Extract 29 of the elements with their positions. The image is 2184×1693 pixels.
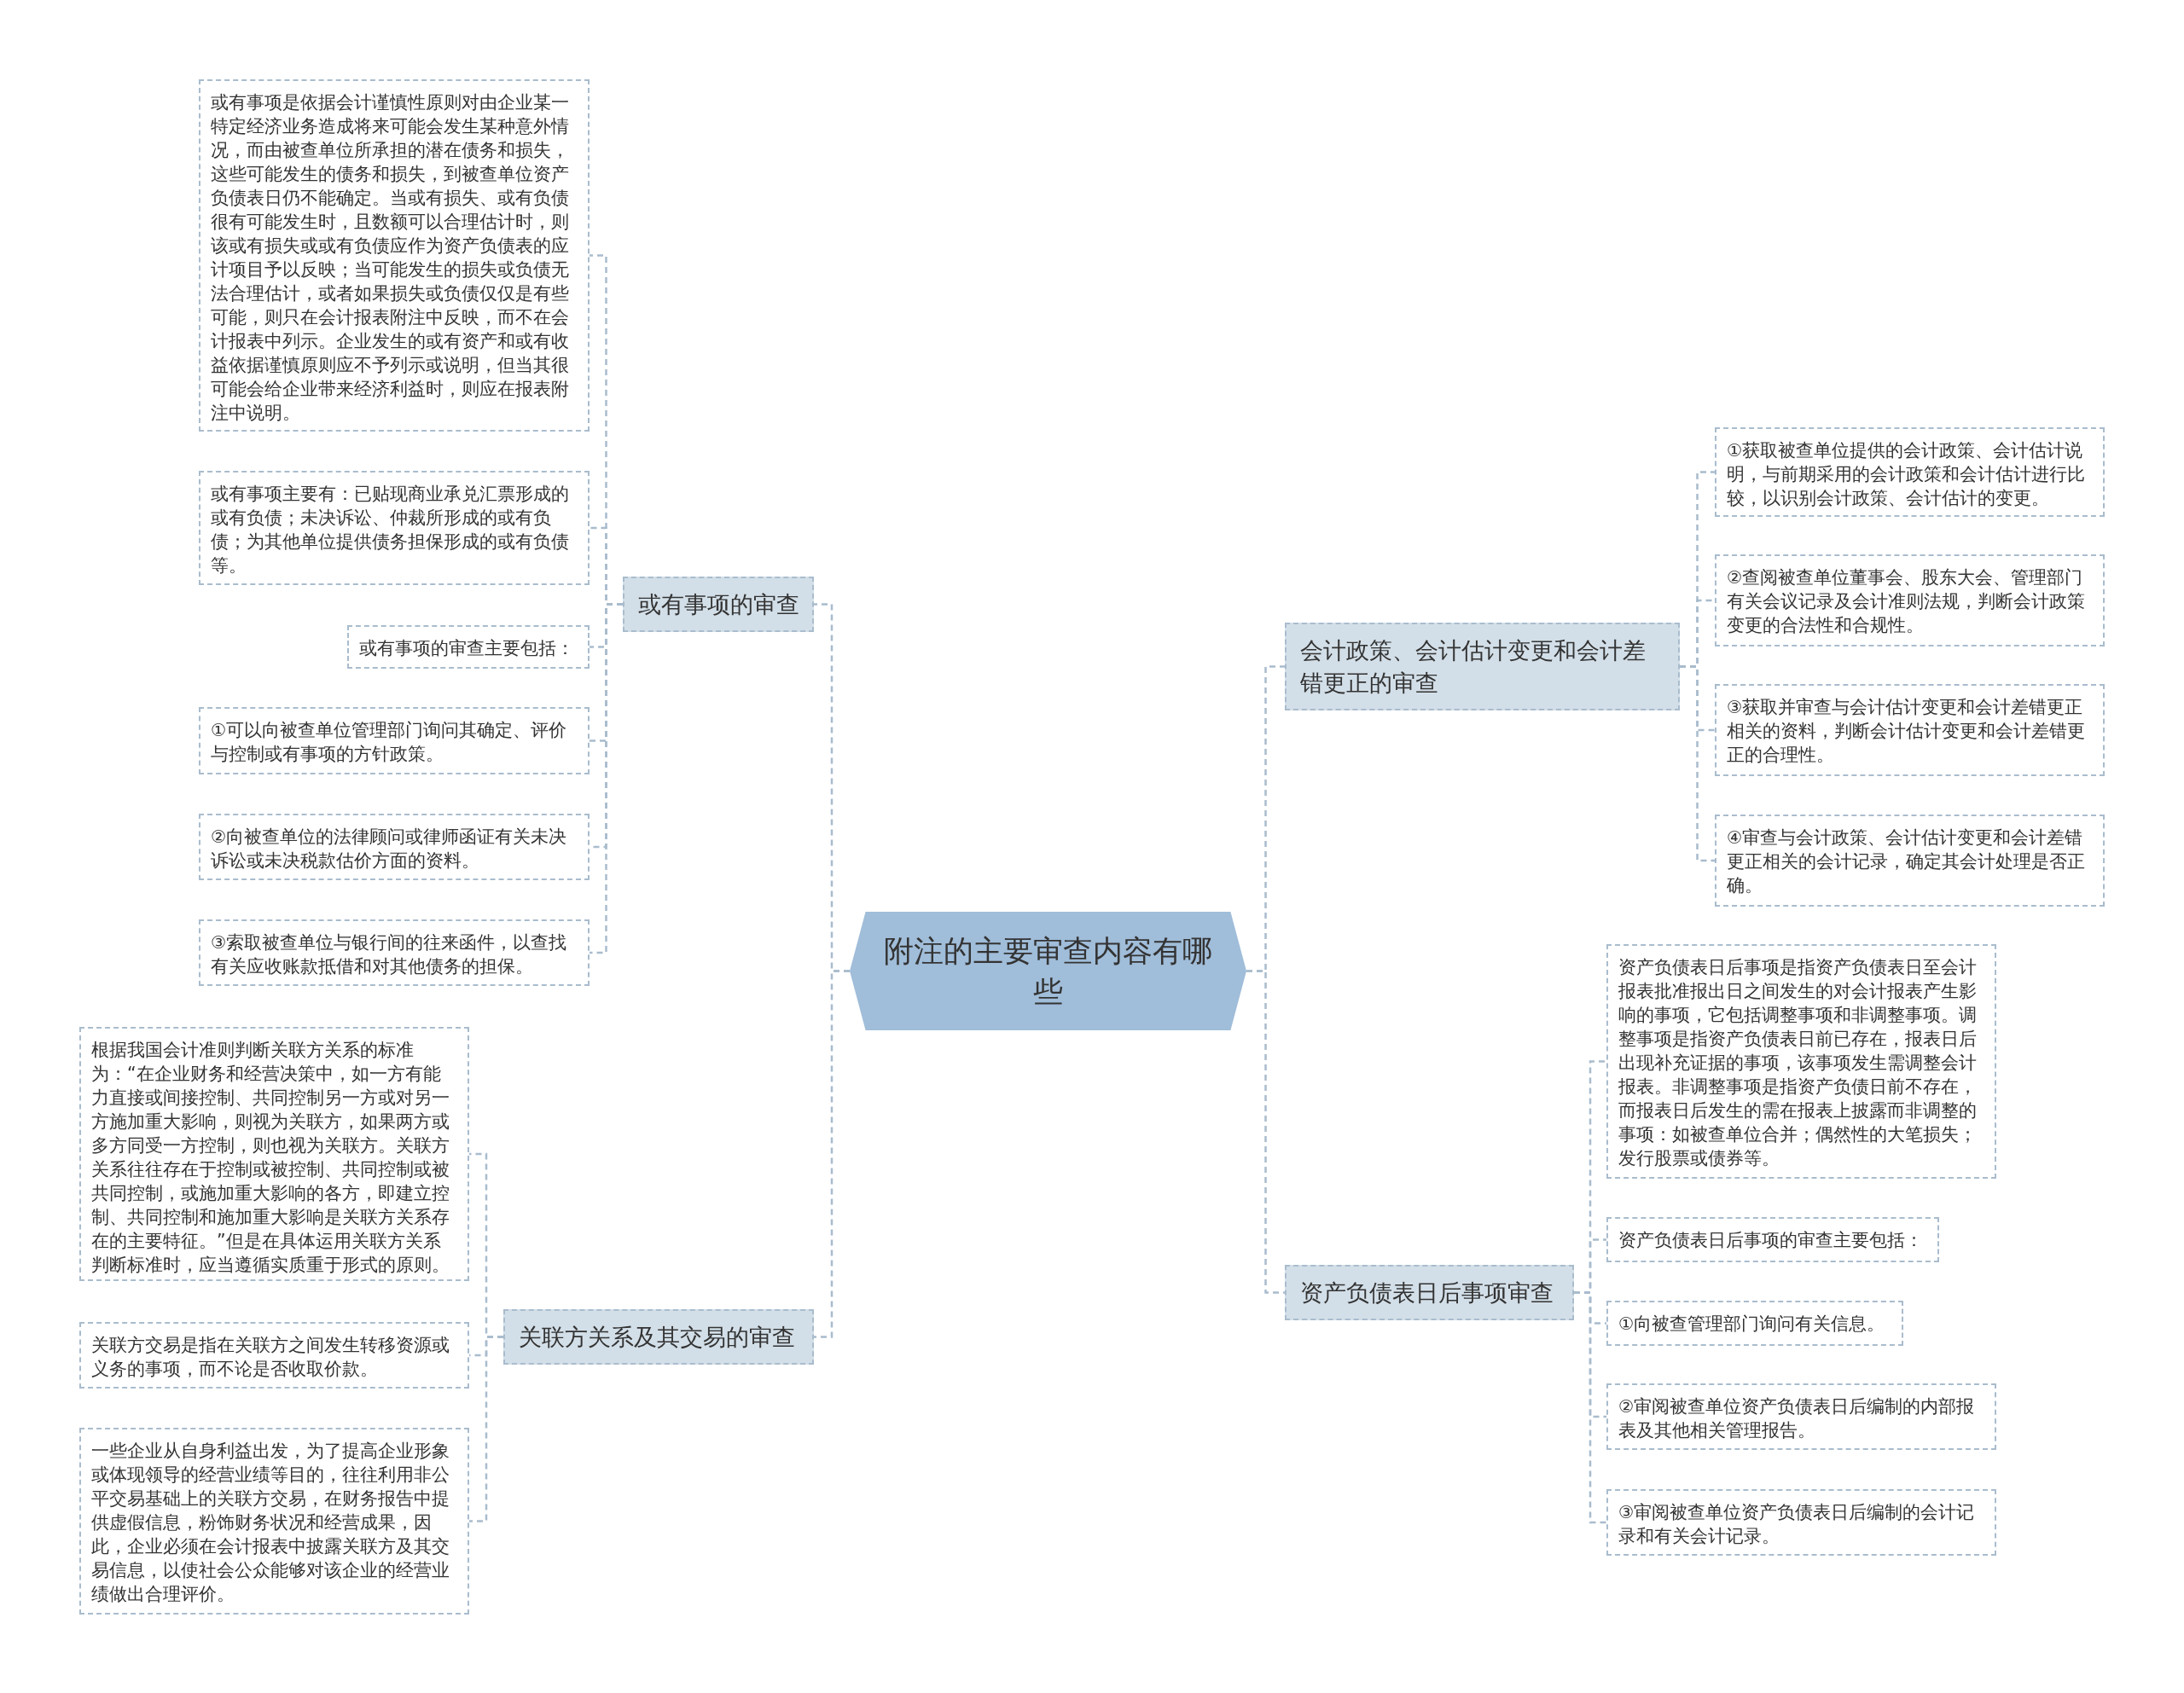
topic-box: 会计政策、会计估计变更和会计差错更正的审查 xyxy=(1285,623,1680,710)
note-box: ③索取被查单位与银行间的往来函件，以查找有关应收账款抵借和对其他债务的担保。 xyxy=(199,919,590,986)
note-box: ②向被查单位的法律顾问或律师函证有关未决诉讼或未决税款估价方面的资料。 xyxy=(199,814,590,880)
note-box: 资产负债表日后事项的审查主要包括： xyxy=(1606,1217,1939,1262)
note-box: 一些企业从自身利益出发，为了提高企业形象或体现领导的经营业绩等目的，往往利用非公平交易基础上的关联方交易，在财务报告中提供虚假信息，粉饰财务状况和经营成果，因此，企业必须在会计报表中披露关联方及其交易信息，以使社会公众能够对该企业的经营业绩做出合理评价。 xyxy=(79,1428,469,1615)
topic-box: 或有事项的审查 xyxy=(623,577,814,632)
note-box: ①可以向被查单位管理部门询问其确定、评价与控制或有事项的方针政策。 xyxy=(199,707,590,774)
note-box: 或有事项的审查主要包括： xyxy=(347,625,590,669)
note-box: 或有事项是依据会计谨慎性原则对由企业某一特定经济业务造成将来可能会发生某种意外情况，而由被查单位所承担的潜在债务和损失，这些可能发生的债务和损失，到被查单位资产负债表日仍不能确定。当或有损失、或有负债很有可能发生时，且数额可以合理估计时，则该或有损失或或有负债应作为资产负债表的应计项目予以反映；当可能发生的损失或负债无法合理估计，或者如果损失或负债仅仅是有些可能，则只在会计报表附注中反映，而不在会计报表中列示。企业发生的或有资产和或有收益依据谨慎原则应不予列示或说明，但当其很可能会给企业带来经济利益时，则应在报表附注中说明。 xyxy=(199,79,590,432)
note-box: 资产负债表日后事项是指资产负债表日至会计报表批准报出日之间发生的对会计报表产生影响的事项，它包括调整事项和非调整事项。调整事项是指资产负债表日前已存在，报表日后出现补充证据的事项，该事项发生需调整会计报表。非调整事项是指资产负债日前不存在，而报表日后发生的需在报表上披露而非调整的事项：如被查单位合并；偶然性的大笔损失；发行股票或债券等。 xyxy=(1606,944,1996,1179)
note-box: ①向被查管理部门询问有关信息。 xyxy=(1606,1301,1903,1346)
topic-box: 关联方关系及其交易的审查 xyxy=(503,1309,814,1365)
connector xyxy=(814,970,850,1338)
connector xyxy=(1680,665,1715,862)
note-box: ②审阅被查单位资产负债表日后编制的内部报表及其他相关管理报告。 xyxy=(1606,1383,1996,1450)
connector xyxy=(1574,1291,1606,1524)
note-box: ④审查与会计政策、会计估计变更和会计差错更正相关的会计记录，确定其会计处理是否正确。 xyxy=(1715,815,2105,907)
note-box: ②查阅被查单位董事会、股东大会、管理部门有关会议记录及会计准则法规，判断会计政策变更的合法性和合规性。 xyxy=(1715,554,2105,646)
connector xyxy=(1246,970,1285,1294)
note-box: 或有事项主要有：已贴现商业承兑汇票形成的或有负债；未决诉讼、仲裁所形成的或有负债；为其他单位提供债务担保形成的或有负债等。 xyxy=(199,471,590,585)
note-box: 根据我国会计准则判断关联方关系的标准为：“在企业财务和经营决策中，如一方有能力直接或间接控制、共同控制另一方或对另一方施加重大影响，则视为关联方，如果两方或多方同受一方控制，则也视为关联方。关联方关系往往存在于控制或被控制、共同控制或被共同控制，或施加重大影响的各方，即建立控制、共同控制和施加重大影响是关联方关系存在的主要特征。”但是在具体运用关联方关系判断标准时，应当遵循实质重于形式的原则。 xyxy=(79,1027,469,1281)
note-box: ③获取并审查与会计估计变更和会计差错更正相关的资料，判断会计估计变更和会计差错更正的合理性。 xyxy=(1715,684,2105,776)
note-box: ③审阅被查单位资产负债表日后编制的会计记录和有关会计记录。 xyxy=(1606,1489,1996,1556)
note-box: ①获取被查单位提供的会计政策、会计估计说明，与前期采用的会计政策和会计估计进行比较，以识别会计政策、会计估计的变更。 xyxy=(1715,427,2105,517)
note-box: 关联方交易是指在关联方之间发生转移资源或义务的事项，而不论是否收取价款。 xyxy=(79,1322,469,1389)
connector xyxy=(590,603,623,954)
connector xyxy=(469,1336,503,1522)
topic-box: 资产负债表日后事项审查 xyxy=(1285,1265,1574,1320)
central-topic: 附注的主要审查内容有哪些 xyxy=(850,912,1246,1030)
